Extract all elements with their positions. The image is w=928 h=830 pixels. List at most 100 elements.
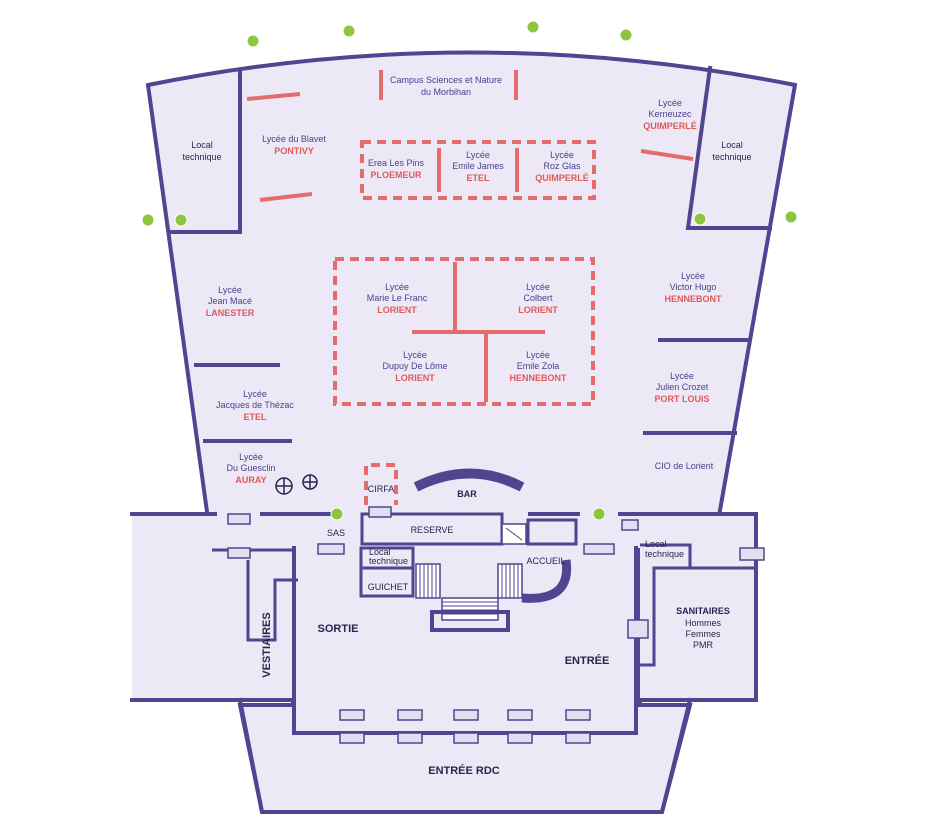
double-door-icon — [507, 709, 533, 721]
emergency-exit-icon — [526, 20, 540, 34]
label-local-tech-left-2: technique — [182, 152, 221, 162]
label-dupuy-1: Lycée — [403, 350, 427, 360]
entrance-doors — [227, 506, 765, 744]
stand-block-lorient-group — [333, 257, 595, 406]
wall-vestiaires — [246, 560, 298, 642]
bar-counter — [413, 468, 525, 492]
emergency-exit-icon — [174, 213, 188, 227]
double-door-icon — [339, 709, 365, 721]
label-bar: BAR — [457, 489, 477, 499]
emergency-exit-icon — [330, 507, 344, 521]
double-door-icon — [453, 709, 479, 721]
label-roz-glas-2: Roz Glas — [543, 161, 581, 171]
emergency-exit-icon — [592, 507, 606, 521]
wall-right-annex — [618, 512, 758, 702]
emergency-exit-icon — [693, 212, 707, 226]
label-guesclin-city: AURAY — [235, 475, 266, 485]
label-cirfa: CIRFA — [368, 484, 395, 494]
label-erea-name: Erea Les Pins — [368, 158, 425, 168]
emergency-exit-icon — [141, 213, 155, 227]
label-julien-crozet-1: Lycée — [670, 371, 694, 381]
label-sanitaires-femmes: Femmes — [685, 629, 721, 639]
double-door-icon — [397, 709, 423, 721]
label-sas: SAS — [327, 528, 345, 538]
label-marie-le-franc-1: Lycée — [385, 282, 409, 292]
stand-wall-kerneuzec — [640, 149, 694, 161]
label-sortie: SORTIE — [318, 623, 359, 635]
double-door-icon — [339, 732, 365, 744]
label-julien-crozet-city: PORT LOUIS — [654, 394, 709, 404]
accueil-desk — [521, 559, 572, 603]
label-jean-mace-1: Lycée — [218, 285, 242, 295]
fire-extinguisher-icon — [275, 477, 293, 495]
label-emile-zola-1: Lycée — [526, 350, 550, 360]
label-local-tech-right-2: technique — [712, 152, 751, 162]
emergency-exits — [141, 20, 798, 521]
label-dupuy-2: Dupuy De Lôme — [382, 361, 447, 371]
label-guesclin-2: Du Guesclin — [226, 463, 275, 473]
door-icon — [739, 547, 765, 561]
label-dupuy-city: LORIENT — [395, 373, 435, 383]
label-colbert-1: Lycée — [526, 282, 550, 292]
stairs-center-icon — [441, 597, 499, 621]
label-cio: CIO de Lorient — [655, 461, 714, 471]
label-sanitaires-hommes: Hommes — [685, 618, 722, 628]
label-emile-james-2: Emile James — [452, 161, 504, 171]
wall-local-tech-left — [170, 68, 242, 234]
door-icon — [583, 543, 615, 555]
stairs-platform — [430, 610, 510, 632]
label-victor-hugo-2: Victor Hugo — [670, 282, 717, 292]
label-emile-zola-city: HENNEBONT — [509, 373, 567, 383]
label-local-tech-small-2: technique — [369, 556, 408, 566]
label-colbert-2: Colbert — [523, 293, 553, 303]
label-kerneuzec-city: QUIMPERLÉ — [643, 121, 697, 131]
label-kerneuzec-1: Lycée — [658, 98, 682, 108]
stand-wall-blavet-bottom — [259, 192, 313, 202]
emergency-exit-icon — [784, 210, 798, 224]
stand-wall-blavet-top — [246, 92, 301, 101]
label-campus-2: du Morbihan — [421, 87, 471, 97]
label-jean-mace-city: LANESTER — [206, 308, 255, 318]
door-icon — [317, 543, 345, 555]
door-icon — [627, 619, 649, 639]
emergency-exit-icon — [342, 24, 356, 38]
label-campus-1: Campus Sciences et Nature — [390, 75, 502, 85]
label-emile-james-1: Lycée — [466, 150, 490, 160]
label-marie-le-franc-city: LORIENT — [377, 305, 417, 315]
label-guesclin-1: Lycée — [239, 452, 263, 462]
label-guichet: GUICHET — [368, 582, 409, 592]
door-icon — [227, 547, 251, 559]
stair-line — [505, 527, 523, 541]
double-door-icon — [565, 732, 591, 744]
label-victor-hugo-city: HENNEBONT — [664, 294, 722, 304]
double-door-icon — [565, 709, 591, 721]
label-local-tech-left-1: Local — [191, 140, 213, 150]
label-local-tech-right-small-2: technique — [645, 549, 684, 559]
emergency-exit-icon — [619, 28, 633, 42]
label-erea-city: PLOEMEUR — [370, 170, 422, 180]
label-entree-rdc: ENTRÉE RDC — [428, 764, 500, 777]
label-kerneuzec-2: Kerneuzec — [648, 109, 692, 119]
door-icon — [621, 519, 639, 531]
label-blavet-name: Lycée du Blavet — [262, 134, 326, 144]
emergency-exit-icon — [246, 34, 260, 48]
label-roz-glas-city: QUIMPERLÉ — [535, 173, 589, 183]
door-icon — [368, 506, 392, 518]
stand-block-erea-group — [360, 140, 596, 200]
label-emile-zola-2: Emile Zola — [517, 361, 560, 371]
label-roz-glas-1: Lycée — [550, 150, 574, 160]
label-emile-james-city: ETEL — [466, 173, 490, 183]
wall-local-tech-right — [685, 65, 772, 230]
label-thezac-1: Lycée — [243, 389, 267, 399]
double-door-icon — [453, 732, 479, 744]
label-victor-hugo-1: Lycée — [681, 271, 705, 281]
double-door-icon — [507, 732, 533, 744]
label-local-tech-small-1: Local — [369, 547, 391, 557]
label-sanitaires: SANITAIRES — [676, 606, 730, 616]
label-colbert-city: LORIENT — [518, 305, 558, 315]
label-accueil: ACCUEIL — [526, 556, 565, 566]
label-sanitaires-pmr: PMR — [693, 640, 714, 650]
wall-bottom-trapezoid — [237, 697, 693, 814]
